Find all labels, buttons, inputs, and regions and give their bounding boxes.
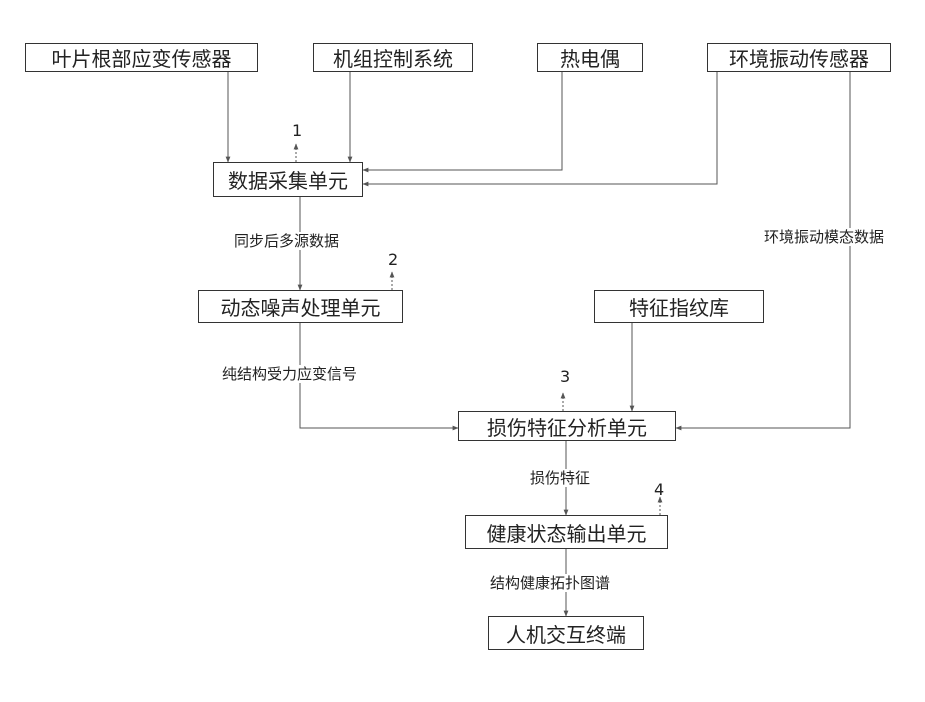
hmi-terminal-box: 人机交互终端 [488, 616, 644, 650]
edge-thermocouple-to-acquisition [363, 72, 562, 170]
edge-label-pure-strain-signal: 纯结构受力应变信号 [222, 365, 357, 383]
env-vibration-sensor-box: 环境振动传感器 [707, 43, 891, 72]
ref-number-1: 1 [292, 122, 302, 140]
dynamic-noise-unit-box: 动态噪声处理单元 [198, 290, 403, 323]
data-acquisition-unit-box: 数据采集单元 [213, 162, 363, 197]
fingerprint-library-box: 特征指纹库 [594, 290, 764, 323]
ref-number-2: 2 [388, 251, 398, 269]
edge-env-sensor-to-analysis [676, 72, 850, 428]
blade-strain-sensor-box: 叶片根部应变传感器 [25, 43, 258, 72]
edge-label-synced-data: 同步后多源数据 [234, 232, 339, 250]
edge-label-health-topology: 结构健康拓扑图谱 [490, 574, 610, 592]
edge-label-env-vibration-modal: 环境振动模态数据 [764, 228, 884, 246]
ref-number-3: 3 [560, 368, 570, 386]
edge-label-damage-features: 损伤特征 [530, 469, 590, 487]
health-output-unit-box: 健康状态输出单元 [465, 515, 668, 549]
thermocouple-box: 热电偶 [537, 43, 643, 72]
damage-analysis-unit-box: 损伤特征分析单元 [458, 411, 676, 441]
edge-env-sensor-to-acquisition [363, 72, 717, 184]
ref-number-4: 4 [654, 481, 664, 499]
unit-control-system-box: 机组控制系统 [313, 43, 473, 72]
